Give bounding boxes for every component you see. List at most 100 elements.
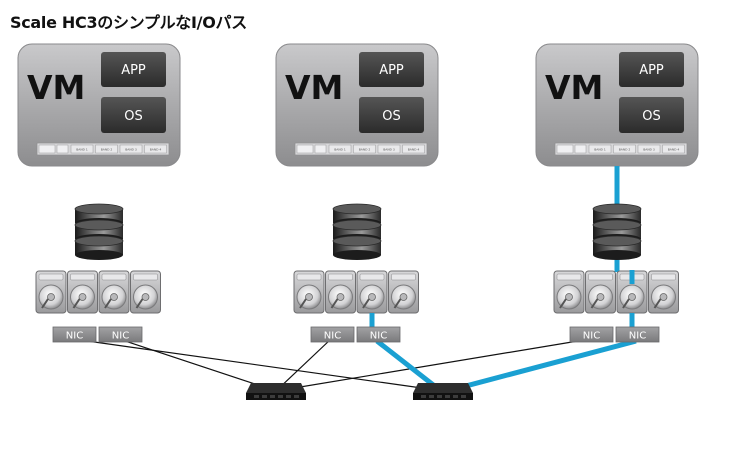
disk-arm <box>559 298 567 309</box>
disk-spindle <box>596 293 605 301</box>
disk-spindle <box>141 293 150 301</box>
storage-pool-icon <box>592 203 642 260</box>
storage-layer-bottom <box>333 250 381 260</box>
network-switches <box>246 383 473 400</box>
disk-top-plate <box>556 273 582 281</box>
switch-port <box>262 395 267 398</box>
switch-port <box>278 395 283 398</box>
server-bay-slot-label: BAND 1 <box>76 148 88 152</box>
disk-top-plate <box>328 273 353 281</box>
server-bay-slot <box>637 144 661 154</box>
server-bay-slot-label: BAND 4 <box>150 148 162 152</box>
disk-drive-icon <box>553 270 585 314</box>
disk-arm <box>299 298 307 309</box>
server-bay-panel <box>38 144 56 154</box>
disk-top-plate <box>70 273 95 281</box>
switch-top <box>246 383 306 393</box>
switch-port <box>453 395 458 398</box>
disk-arm <box>41 298 49 309</box>
app-layer-box <box>101 52 166 87</box>
switch-port <box>286 395 291 398</box>
storage-layer-top <box>332 235 382 247</box>
storage-pool-icon <box>332 203 382 260</box>
os-layer-label: OS <box>124 109 142 124</box>
disk-arm <box>622 298 630 309</box>
nic-label: NIC <box>583 331 600 342</box>
switch-port <box>437 395 442 398</box>
storage-layer-bottom <box>75 250 123 260</box>
network-cable <box>118 338 277 392</box>
highlighted-io-path <box>375 339 443 393</box>
disk-drive-icon <box>325 270 356 314</box>
nic-card <box>615 326 660 343</box>
disk-drive-icon <box>585 270 616 314</box>
os-layer-box <box>359 97 424 133</box>
disk-spindle <box>47 293 55 301</box>
server-bay-panel <box>574 144 587 154</box>
server-bay-slot <box>119 144 143 154</box>
storage-layer-top <box>74 235 124 247</box>
app-layer-box <box>359 52 424 87</box>
switch-front <box>246 393 306 400</box>
storage-layer-top <box>332 219 382 231</box>
nic-card <box>52 326 97 343</box>
server-bay-slot-label: BAND 2 <box>359 148 371 152</box>
vm-label: VM <box>27 68 85 107</box>
server-bay-slot <box>402 144 425 154</box>
cluster-nodes: VM APP OS BAND 1 BAND 2 BAND 3 BAND 4 NIC NIC VM A… <box>17 43 699 343</box>
disk-arm <box>330 298 339 309</box>
disk-drive-icon <box>293 270 325 314</box>
app-layer-label: APP <box>121 63 146 78</box>
disk-drive-icon <box>130 270 161 314</box>
disk-drive-icon <box>98 270 130 314</box>
app-layer-label: APP <box>379 63 404 78</box>
switch-port <box>270 395 275 398</box>
nic-label: NIC <box>370 331 387 342</box>
disk-spindle <box>399 293 408 301</box>
disk-arm <box>72 298 81 309</box>
vm-label: VM <box>285 68 343 107</box>
server-bay-slot <box>613 144 636 154</box>
disk-spindle <box>110 293 118 301</box>
server-bay-slot-label: BAND 4 <box>408 148 420 152</box>
disk-top-plate <box>133 273 158 281</box>
nic-card <box>569 326 614 343</box>
server-bay-slot <box>353 144 376 154</box>
disk-top-plate <box>101 273 127 281</box>
disk-spindle <box>659 293 668 301</box>
app-layer-label: APP <box>639 63 664 78</box>
switch-port <box>461 395 466 398</box>
server-bay-slot <box>70 144 94 154</box>
server-bay-slot <box>144 144 167 154</box>
server-bay-slot-label: BAND 4 <box>668 148 680 152</box>
server-bay-slot-label: BAND 1 <box>334 148 346 152</box>
disk-arm <box>135 298 144 309</box>
disk-drive-icon <box>35 270 67 314</box>
disk-top-plate <box>296 273 322 281</box>
nic-card <box>356 326 401 343</box>
network-cable <box>275 338 332 392</box>
switch-port <box>254 395 259 398</box>
nic-label: NIC <box>324 331 341 342</box>
disk-spindle <box>628 293 636 301</box>
highlighted-io-path <box>446 338 637 394</box>
os-layer-box <box>101 97 166 133</box>
server-bay-slot-label: BAND 3 <box>383 148 395 152</box>
server-bay-slot <box>662 144 685 154</box>
diagram-title: Scale HC3のシンプルなI/Oパス <box>10 13 247 32</box>
switch-port <box>445 395 450 398</box>
server-bay-panel <box>56 144 69 154</box>
storage-layer-bottom <box>593 250 641 260</box>
os-layer-label: OS <box>382 109 400 124</box>
os-layer-label: OS <box>642 109 660 124</box>
storage-pool-icon <box>74 203 124 260</box>
storage-layer-top <box>74 203 124 215</box>
switch-port <box>294 395 299 398</box>
switch-port <box>421 395 426 398</box>
storage-layer-top <box>592 219 642 231</box>
network-cable <box>72 338 444 392</box>
storage-layer-top <box>592 235 642 247</box>
